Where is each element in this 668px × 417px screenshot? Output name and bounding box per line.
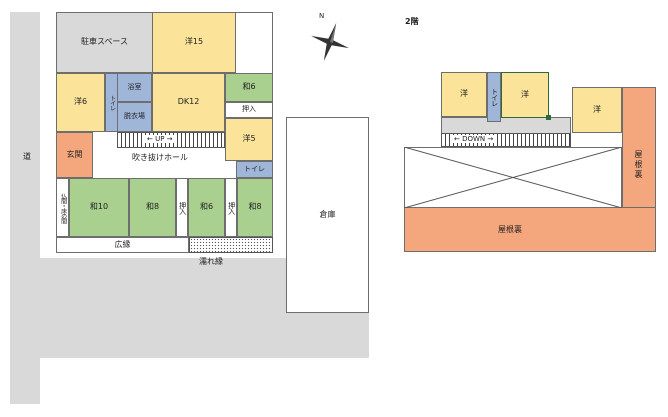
closet-right: 押入: [225, 178, 237, 237]
room-dk12: DK12: [152, 73, 225, 132]
corridor-engawa: 広縁: [56, 237, 189, 253]
room-wa6-bottom: 和6: [188, 178, 225, 237]
room-bath: 浴室: [117, 73, 152, 102]
stairs-up-label: ← UP →: [145, 135, 175, 143]
warehouse-label: 倉庫: [319, 209, 336, 219]
atrium-hall-label: 吹き抜けホール: [132, 153, 188, 162]
veranda-nureen: [189, 237, 273, 253]
room2-yo-center: 洋: [501, 72, 549, 118]
room-toilet2: トイレ: [236, 161, 273, 178]
room2-yo-right: 洋: [572, 87, 622, 133]
attic-bottom-label: 屋根裏: [498, 225, 522, 234]
room-butsuma: 仏間・床の間: [56, 178, 69, 237]
closet-mid: 押入: [176, 178, 188, 237]
room-yo6: 洋6: [56, 73, 105, 132]
room-yo15: 洋15: [152, 12, 236, 73]
road-label: 道: [23, 152, 31, 161]
closet-top: 押入: [225, 102, 273, 118]
room-wa10: 和10: [69, 178, 129, 237]
attic-side-label: 屋根裏: [634, 150, 643, 180]
veranda-nureen-label: 濡れ縁: [199, 257, 223, 266]
room-washroom: 脱衣場: [117, 102, 152, 132]
room2-toilet: トイレ: [487, 72, 501, 122]
warehouse: 倉庫: [286, 117, 369, 313]
room-yo5: 洋5: [225, 118, 273, 161]
down-text: DOWN: [462, 135, 486, 143]
floor2-title: 2階: [405, 17, 419, 26]
up-text: UP: [155, 135, 165, 143]
parking-space: 駐車スペース: [56, 12, 153, 73]
attic-bottom: [404, 207, 656, 252]
compass-icon: [310, 22, 350, 62]
room-wa8: 和8: [129, 178, 176, 237]
compass-north-label: N: [319, 12, 325, 20]
road-vertical: [10, 12, 40, 404]
selection-handle: [546, 115, 551, 120]
room2-yo-left: 洋: [441, 72, 487, 117]
room-wa6-top: 和6: [225, 73, 273, 102]
room-entrance: 玄関: [56, 132, 93, 178]
void-cross-icon: [404, 147, 622, 208]
room-wa8-right: 和8: [237, 178, 273, 237]
stairs-down-label: ← DOWN →: [452, 135, 496, 143]
